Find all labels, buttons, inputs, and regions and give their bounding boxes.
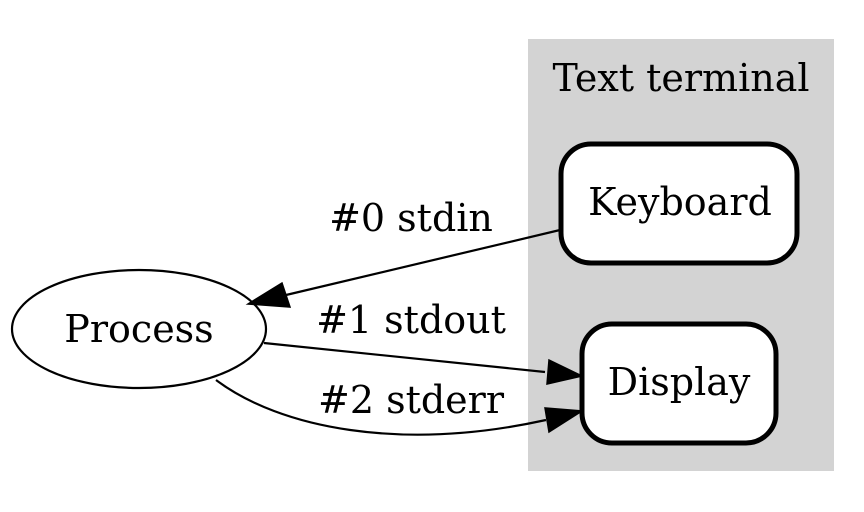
edge-stdout: #1 stdout bbox=[263, 298, 585, 385]
node-keyboard: Keyboard bbox=[558, 141, 800, 266]
edge-stdin: #0 stdin bbox=[245, 196, 561, 308]
stdout-label: #1 stdout bbox=[316, 298, 506, 342]
display-box bbox=[579, 321, 779, 446]
stdin-line bbox=[285, 228, 561, 297]
stderr-label: #2 stderr bbox=[318, 378, 505, 422]
display-label: Display bbox=[608, 360, 751, 404]
stdin-label: #0 stdin bbox=[329, 196, 493, 240]
edge-stderr: #2 stderr bbox=[215, 378, 585, 436]
node-display: Display bbox=[579, 321, 779, 446]
cluster-label: Text terminal bbox=[552, 56, 809, 100]
keyboard-box bbox=[558, 141, 800, 266]
stdin-arrowhead bbox=[245, 281, 292, 308]
keyboard-label: Keyboard bbox=[588, 180, 772, 224]
process-ellipse bbox=[10, 268, 268, 390]
stderr-line bbox=[215, 379, 547, 436]
node-process: Process bbox=[10, 268, 268, 390]
process-label: Process bbox=[64, 307, 213, 351]
stderr-arrowhead bbox=[544, 407, 585, 434]
stdout-line bbox=[263, 341, 546, 374]
stdout-arrowhead bbox=[546, 358, 585, 385]
